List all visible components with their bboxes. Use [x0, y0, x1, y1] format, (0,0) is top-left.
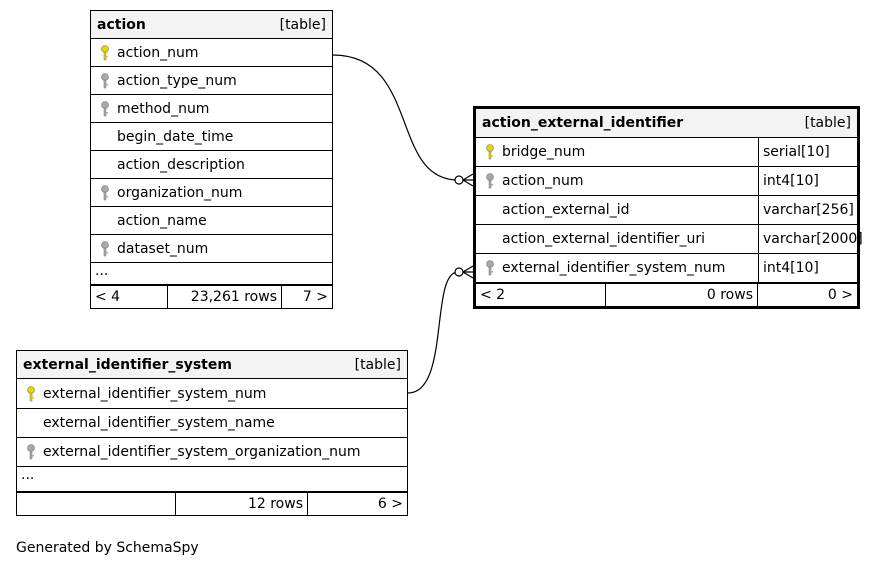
- children-link[interactable]: 0 >: [757, 284, 857, 306]
- foreign-key-icon: [482, 259, 498, 277]
- foreign-key-icon: [97, 240, 113, 258]
- column-type: varchar[2000]: [758, 225, 863, 253]
- table-action[interactable]: action [table] action_num action_type_nu…: [90, 10, 333, 309]
- table-header: action_external_identifier [table]: [476, 109, 857, 138]
- column-type: int4[10]: [758, 167, 857, 195]
- table-kind: [table]: [804, 115, 851, 131]
- table-name: action: [97, 16, 146, 33]
- column-name: dataset_num: [117, 240, 209, 257]
- column-row[interactable]: action_num int4[10]: [476, 167, 857, 196]
- column-type: serial[10]: [758, 138, 857, 166]
- column-type: varchar[256]: [758, 196, 857, 224]
- table-footer: < 2 0 rows 0 >: [476, 283, 857, 306]
- column-name: external_identifier_system_name: [43, 415, 275, 431]
- column-name: action_external_identifier_uri: [502, 231, 706, 247]
- column-row[interactable]: action_num: [91, 39, 332, 67]
- column-name: bridge_num: [502, 144, 586, 160]
- foreign-key-icon: [97, 100, 113, 118]
- table-header: external_identifier_system [table]: [17, 351, 407, 379]
- column-row[interactable]: action_name: [91, 207, 332, 235]
- primary-key-icon: [97, 44, 113, 62]
- column-name: action_num: [117, 44, 199, 61]
- column-type: int4[10]: [758, 254, 857, 282]
- column-row[interactable]: method_num: [91, 95, 332, 123]
- foreign-key-icon: [97, 184, 113, 202]
- column-row[interactable]: action_external_identifier_uri varchar[2…: [476, 225, 863, 254]
- column-row[interactable]: begin_date_time: [91, 123, 332, 151]
- table-external-identifier-system[interactable]: external_identifier_system [table] exter…: [16, 350, 408, 516]
- more-columns: ...: [91, 263, 332, 285]
- column-name: action_type_num: [117, 72, 237, 89]
- edge-action-to-action-external-identifier: [332, 54, 459, 181]
- table-header: action [table]: [91, 11, 332, 39]
- foreign-key-icon: [97, 72, 113, 90]
- generated-by-label: Generated by SchemaSpy: [16, 540, 199, 556]
- foreign-key-icon: [482, 172, 498, 190]
- column-name: external_identifier_system_num: [502, 260, 726, 276]
- column-name: organization_num: [117, 184, 243, 201]
- children-link[interactable]: 7 >: [281, 286, 332, 308]
- column-name: begin_date_time: [117, 128, 234, 145]
- table-action-external-identifier[interactable]: action_external_identifier [table] bridg…: [473, 106, 863, 309]
- column-row[interactable]: external_identifier_system_num int4[10]: [476, 254, 857, 283]
- parents-link[interactable]: < 2: [480, 287, 506, 303]
- column-row[interactable]: bridge_num serial[10]: [476, 138, 857, 167]
- table-kind: [table]: [279, 16, 326, 33]
- optional-circle-marker: [454, 267, 464, 277]
- column-name: external_identifier_system_num: [43, 385, 267, 402]
- foreign-key-icon: [23, 443, 39, 461]
- more-columns: ...: [17, 467, 407, 492]
- column-name: action_num: [502, 173, 584, 189]
- children-link[interactable]: 6 >: [307, 493, 407, 515]
- column-row[interactable]: action_description: [91, 151, 332, 179]
- optional-circle-marker: [454, 175, 464, 185]
- column-row[interactable]: external_identifier_system_name: [17, 409, 407, 438]
- crowfoot-marker: [462, 265, 474, 279]
- column-name: method_num: [117, 100, 210, 117]
- column-name: action_external_id: [502, 202, 630, 218]
- table-name: external_identifier_system: [23, 356, 232, 373]
- crowfoot-marker: [462, 173, 474, 187]
- table-name: action_external_identifier: [482, 115, 684, 131]
- column-name: action_name: [117, 212, 207, 229]
- row-count: 0 rows: [605, 284, 757, 306]
- column-row[interactable]: action_external_id varchar[256]: [476, 196, 857, 225]
- column-row[interactable]: action_type_num: [91, 67, 332, 95]
- table-footer: < 4 23,261 rows 7 >: [91, 285, 332, 308]
- column-row[interactable]: dataset_num: [91, 235, 332, 263]
- column-name: action_description: [117, 156, 245, 173]
- row-count: 12 rows: [175, 493, 307, 515]
- table-footer: 12 rows 6 >: [17, 492, 407, 515]
- parents-link[interactable]: < 4: [95, 289, 121, 305]
- column-name: external_identifier_system_organization_…: [43, 444, 361, 460]
- row-count: 23,261 rows: [167, 286, 281, 308]
- column-row[interactable]: external_identifier_system_organization_…: [17, 438, 407, 467]
- column-row[interactable]: external_identifier_system_num: [17, 379, 407, 409]
- primary-key-icon: [23, 385, 39, 403]
- edge-external-identifier-system-to-action-external-identifier: [407, 271, 459, 394]
- column-row[interactable]: organization_num: [91, 179, 332, 207]
- primary-key-icon: [482, 143, 498, 161]
- table-kind: [table]: [354, 356, 401, 373]
